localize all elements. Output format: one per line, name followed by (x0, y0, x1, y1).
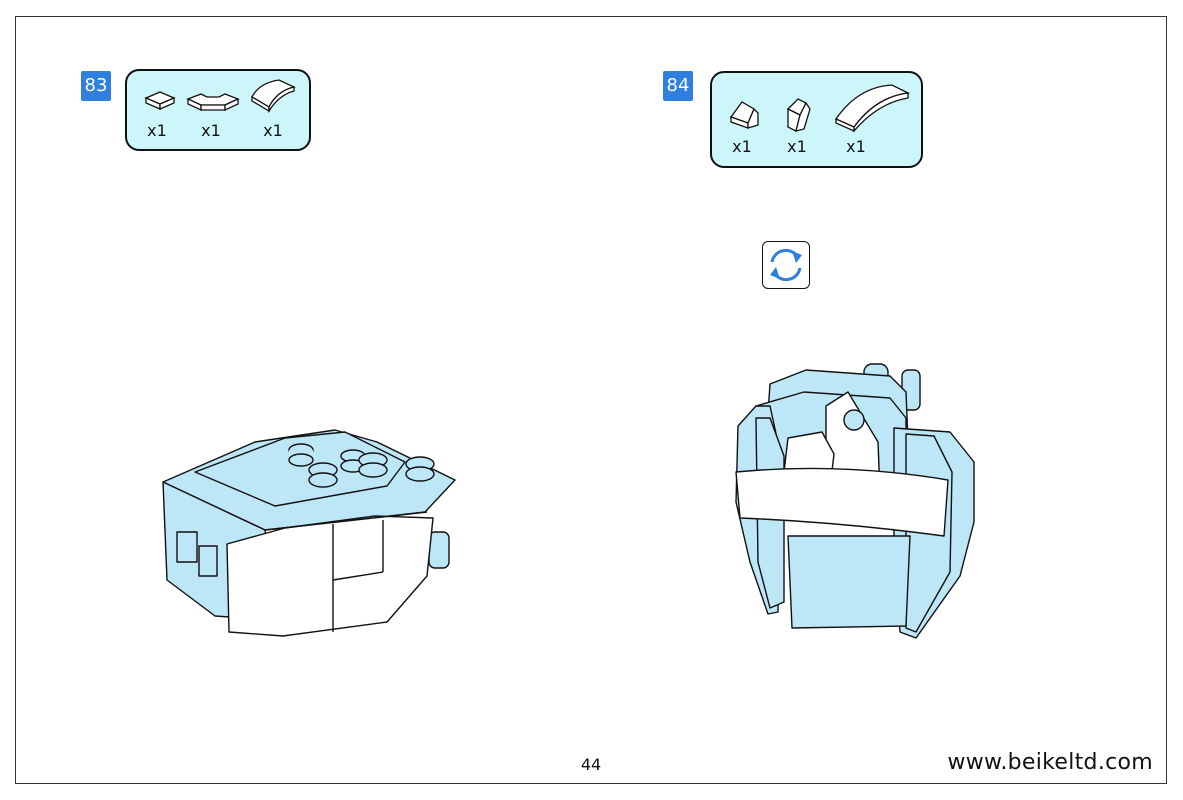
website-url[interactable]: www.beikeltd.com (947, 750, 1153, 775)
part-qty: x1 (201, 121, 221, 140)
page-frame (15, 16, 1167, 784)
parts-callout-step-83: x1 x1 x1 (125, 69, 311, 151)
part-qty: x1 (846, 137, 866, 156)
rotate-model-icon (770, 248, 802, 282)
slope-wedge-icon (729, 101, 759, 129)
part-qty: x1 (263, 121, 283, 140)
part-qty: x1 (147, 121, 167, 140)
step-number-84: 84 (663, 71, 693, 101)
step-number-83: 83 (81, 71, 111, 101)
model-assembly-step-83 (162, 429, 456, 637)
arch-curved-icon (835, 84, 911, 133)
curved-slope-icon (251, 79, 296, 113)
rotate-indicator (762, 241, 810, 289)
part-qty: x1 (732, 137, 752, 156)
page-number: 44 (580, 755, 602, 774)
tile-1x1-icon (144, 91, 176, 110)
parts-callout-step-84: x1 x1 x1 (710, 71, 923, 168)
cheese-slope-icon (786, 98, 811, 132)
model-assembly-step-84 (735, 363, 975, 639)
plate-clip-icon (186, 93, 240, 112)
part-qty: x1 (787, 137, 807, 156)
